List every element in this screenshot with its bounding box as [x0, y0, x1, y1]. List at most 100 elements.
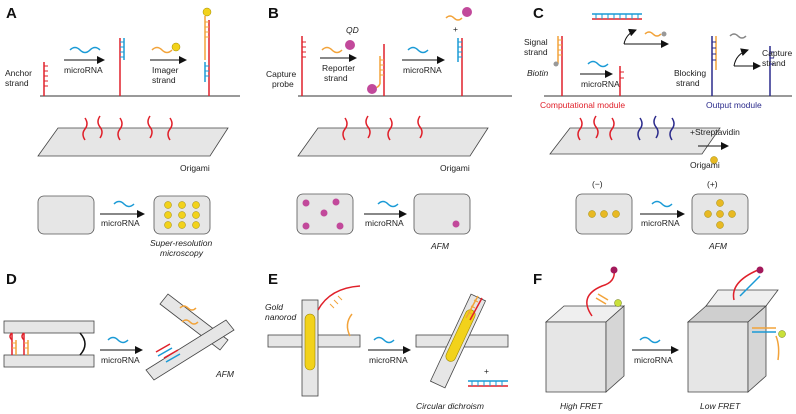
microrna-strand — [373, 336, 395, 344]
signal-strand-label: Signal — [524, 37, 548, 47]
reporter-strand-label: strand — [324, 73, 348, 83]
blocking-strand-label: strand — [676, 78, 700, 88]
imager-strand-label: Imager — [152, 65, 179, 75]
microrna-label: microRNA — [101, 355, 140, 365]
readout-label: AFM — [215, 369, 235, 379]
readout-label: Circular dichroism — [416, 401, 484, 411]
origami-tile — [37, 127, 229, 157]
arrow — [733, 48, 749, 67]
capture-probe-label: Capture — [266, 69, 297, 79]
gold-nanorod-label: nanorod — [265, 312, 296, 322]
released-blocker — [729, 33, 747, 39]
lock-strands — [586, 266, 622, 317]
yellow-spots — [704, 199, 736, 229]
microrna-strand — [587, 60, 609, 68]
microrna-label: microRNA — [101, 218, 140, 228]
hinge — [79, 332, 86, 356]
probe-reporter-duplex — [367, 44, 385, 96]
microrna-duplexes — [155, 343, 181, 363]
released-duplex — [465, 295, 483, 321]
lock-duplex — [329, 295, 343, 309]
magenta-spots — [302, 198, 344, 230]
lock-strand — [317, 285, 361, 311]
dye-dot — [171, 42, 181, 52]
panel-d: D microRNA AFM — [3, 271, 235, 381]
anchor-strand-label: strand — [5, 78, 29, 88]
computational-duplex — [553, 36, 563, 96]
computational-single — [619, 66, 624, 96]
reporter-strand-label: Reporter — [322, 63, 355, 73]
microrna-strand — [407, 46, 429, 54]
panel-e-letter: E — [268, 271, 278, 288]
panel-c: C Signal strand Biotin microRNA — [524, 5, 793, 251]
minus-label: (−) — [592, 179, 603, 189]
anchor-strand — [43, 62, 48, 96]
microrna-label: microRNA — [365, 218, 404, 228]
microrna-label: microRNA — [581, 79, 620, 89]
origami-tile — [549, 127, 721, 155]
origami-label: Origami — [180, 163, 210, 173]
streptavidin-label: +Streptavidin — [690, 127, 740, 137]
imager-strand-label: strand — [152, 75, 176, 85]
microrna-strand — [107, 336, 129, 344]
origami-label: Origami — [690, 160, 720, 170]
microrna-strand — [651, 200, 673, 208]
reporter-strand — [321, 46, 343, 54]
latch-strands — [9, 332, 29, 355]
microrna-label: microRNA — [369, 355, 408, 365]
panel-b: B Capture probe QD Reporter strand micro… — [266, 5, 512, 251]
anchor-microrna-duplex — [119, 38, 125, 96]
signal-strand-label: strand — [524, 47, 548, 57]
gold-nanorod-label: Gold — [265, 302, 283, 312]
microrna-label: microRNA — [64, 65, 103, 75]
qd-label: QD — [346, 25, 359, 35]
microrna-label: microRNA — [641, 218, 680, 228]
probe-microrna-duplex — [457, 38, 463, 96]
readout-label: Super-resolution — [150, 238, 212, 248]
signal-duplex-top — [592, 13, 642, 20]
microrna-strand — [377, 200, 399, 208]
microrna-strand — [639, 336, 661, 344]
panel-f: F microRNA — [533, 266, 786, 411]
yellow-spots — [588, 210, 620, 218]
panel-a: A Anchor strand microRNA Imager strand — [5, 5, 240, 258]
gold-nanorod — [304, 313, 316, 371]
released-strand — [346, 313, 353, 337]
arrow — [623, 28, 637, 45]
capture-probe — [301, 36, 306, 96]
panel-f-letter: F — [533, 271, 542, 288]
panel-a-letter: A — [6, 5, 17, 22]
plus-label: (+) — [707, 179, 718, 189]
streptavidin-dot — [710, 156, 718, 164]
origami-label: Origami — [440, 163, 470, 173]
readout-label: AFM — [708, 241, 728, 251]
opened-origami — [145, 293, 235, 381]
plus-sign: + — [453, 24, 458, 34]
released-strand — [644, 31, 662, 37]
output-module-label: Output module — [706, 100, 762, 110]
origami-probes — [577, 115, 675, 141]
capture-probe-label: probe — [272, 79, 294, 89]
blocking-strand-label: Blocking — [674, 68, 706, 78]
yellow-spots — [164, 201, 200, 229]
released-strand — [181, 319, 199, 325]
output-duplex — [711, 36, 717, 96]
panel-b-letter: B — [268, 5, 279, 22]
magenta-spot — [452, 220, 460, 228]
released-reporter — [445, 15, 463, 21]
biotin-label: Biotin — [527, 68, 549, 78]
high-fret-label: High FRET — [560, 401, 603, 411]
readout-label: AFM — [430, 241, 450, 251]
origami-tile — [297, 127, 489, 157]
origami-arm-top — [3, 320, 95, 334]
biotin-dot — [661, 31, 667, 37]
capture-strand — [769, 46, 774, 96]
panel-c-letter: C — [533, 5, 544, 22]
origami-arm-bottom — [3, 354, 95, 368]
opened-strands — [732, 266, 786, 361]
released-strand — [179, 305, 197, 311]
qd-dot — [462, 7, 472, 17]
anchor-strand-label: Anchor — [5, 68, 32, 78]
readout-label: microscopy — [160, 248, 204, 258]
open-box — [686, 289, 779, 393]
